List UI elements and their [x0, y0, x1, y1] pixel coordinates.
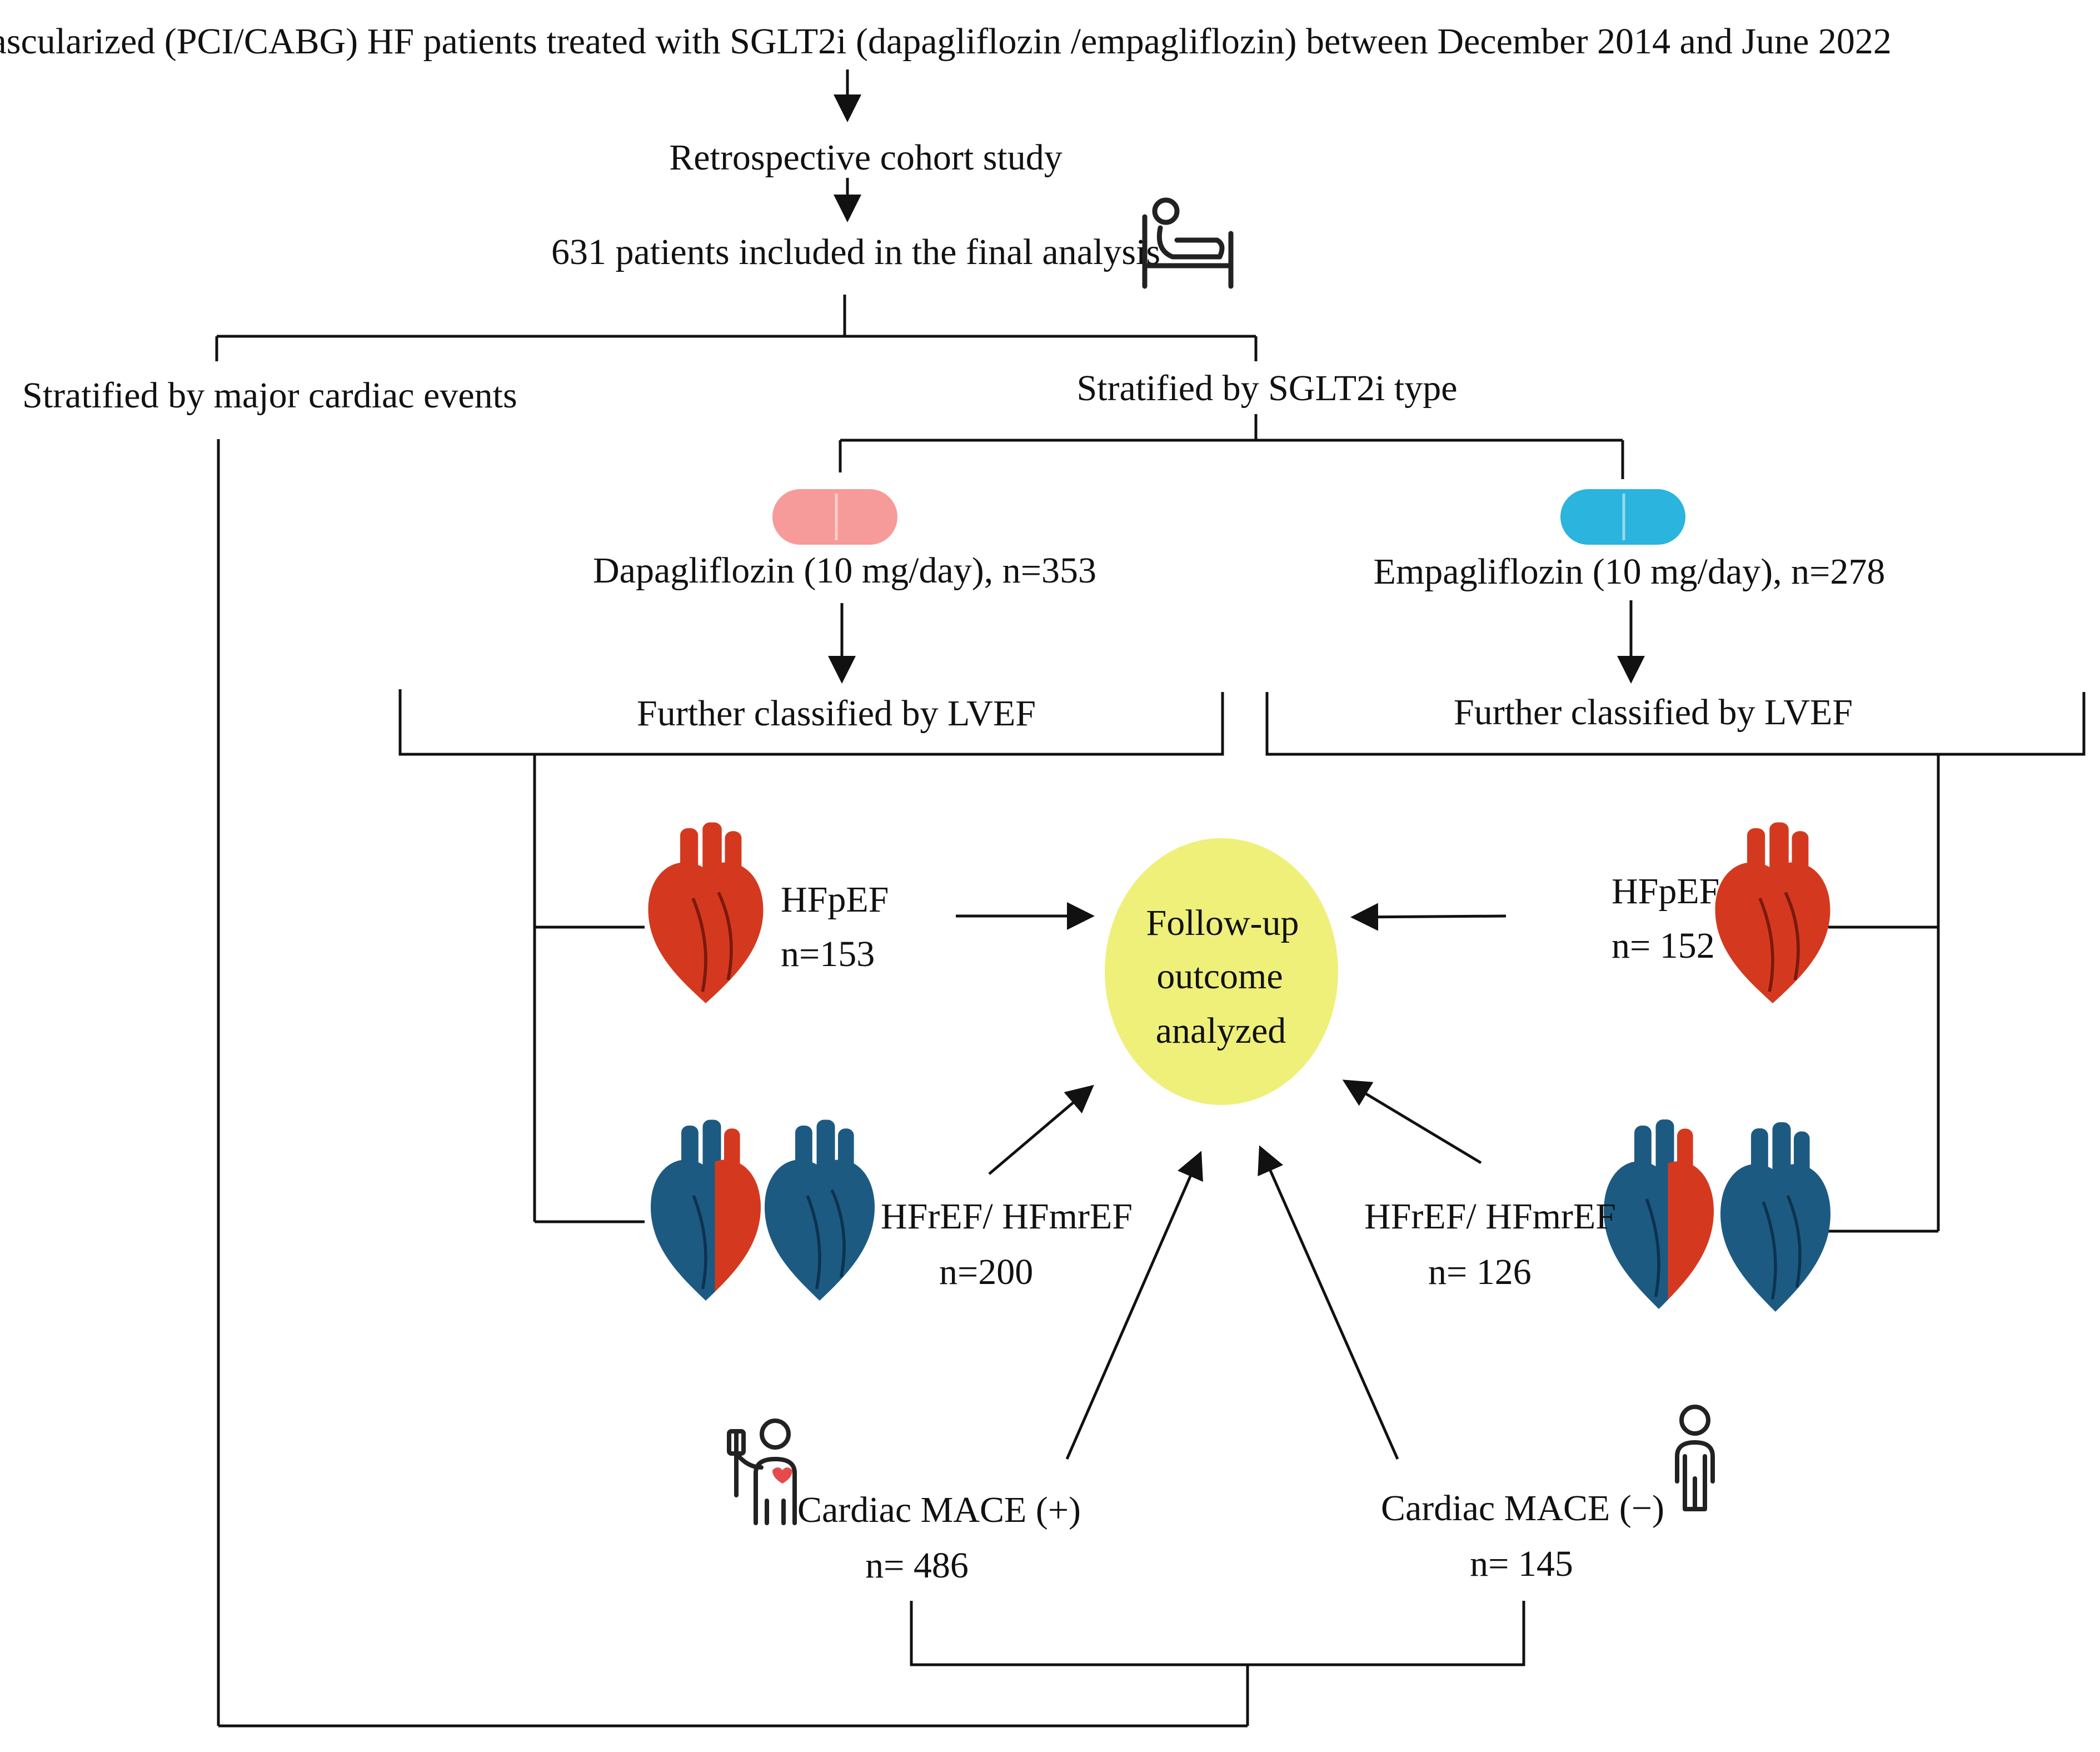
heart-icon [651, 1119, 761, 1301]
stratum-cardiac-events: Stratified by major cardiac events [22, 375, 517, 416]
heart-icon [772, 1467, 792, 1484]
dapagliflozin-label: Dapagliflozin (10 mg/day), n=353 [593, 550, 1096, 591]
mace-positive-n: n= 486 [865, 1545, 969, 1586]
mace-negative-n: n= 145 [1470, 1544, 1573, 1584]
person-icon [1675, 1405, 1715, 1511]
lvef-brackets [398, 689, 2086, 1233]
dapa-lvef-label: Further classified by LVEF [637, 693, 1036, 734]
mace-bracket [910, 1601, 1525, 1673]
outcome-arrows [956, 902, 1507, 1460]
heart-icon [765, 1119, 875, 1301]
left-loop-connector [217, 439, 1249, 1728]
heart-icon [1715, 822, 1830, 1003]
outcome-circle [1105, 838, 1338, 1105]
heart-icon [648, 822, 764, 1003]
study-design: Retrospective cohort study [669, 137, 1063, 178]
stratum-sglt2i-type: Stratified by SGLT2i type [1076, 368, 1457, 409]
cohort-title: Revascularized (PCI/CABG) HF patients tr… [0, 21, 1892, 62]
empa-hfpef-name: HFpEF [1612, 871, 1719, 912]
split-connectors [215, 295, 1258, 361]
patient-iv-icon [727, 1418, 797, 1525]
dapa-hfref-name: HFrEF/ HFmrEF [881, 1196, 1133, 1237]
mace-positive-label: Cardiac MACE (+) [797, 1490, 1081, 1530]
hospital-bed-icon [1142, 197, 1234, 289]
pill-icon [772, 489, 897, 545]
empa-lvef-label: Further classified by LVEF [1454, 692, 1853, 733]
pill-icon [1560, 489, 1685, 545]
mace-negative-label: Cardiac MACE (−) [1381, 1488, 1664, 1529]
included-count: 631 patients included in the final analy… [551, 232, 1160, 272]
dapa-hfpef-name: HFpEF [781, 879, 889, 920]
empagliflozin-label: Empagliflozin (10 mg/day), n=278 [1374, 551, 1885, 592]
heart-icon [1604, 1119, 1714, 1309]
empa-hfpef-n: n= 152 [1612, 925, 1715, 966]
heart-icon [1720, 1122, 1830, 1312]
outcome-line3: analyzed [1156, 1011, 1286, 1051]
dapa-hfref-n: n=200 [939, 1252, 1033, 1292]
empa-hfref-name: HFrEF/ HFmrEF [1364, 1196, 1616, 1237]
outcome-line2: outcome [1156, 956, 1283, 997]
empa-hfref-n: n= 126 [1428, 1252, 1532, 1292]
outcome-line1: Follow-up [1146, 903, 1299, 943]
sglt2i-branch [839, 414, 1624, 479]
dapa-hfpef-n: n=153 [781, 934, 875, 974]
